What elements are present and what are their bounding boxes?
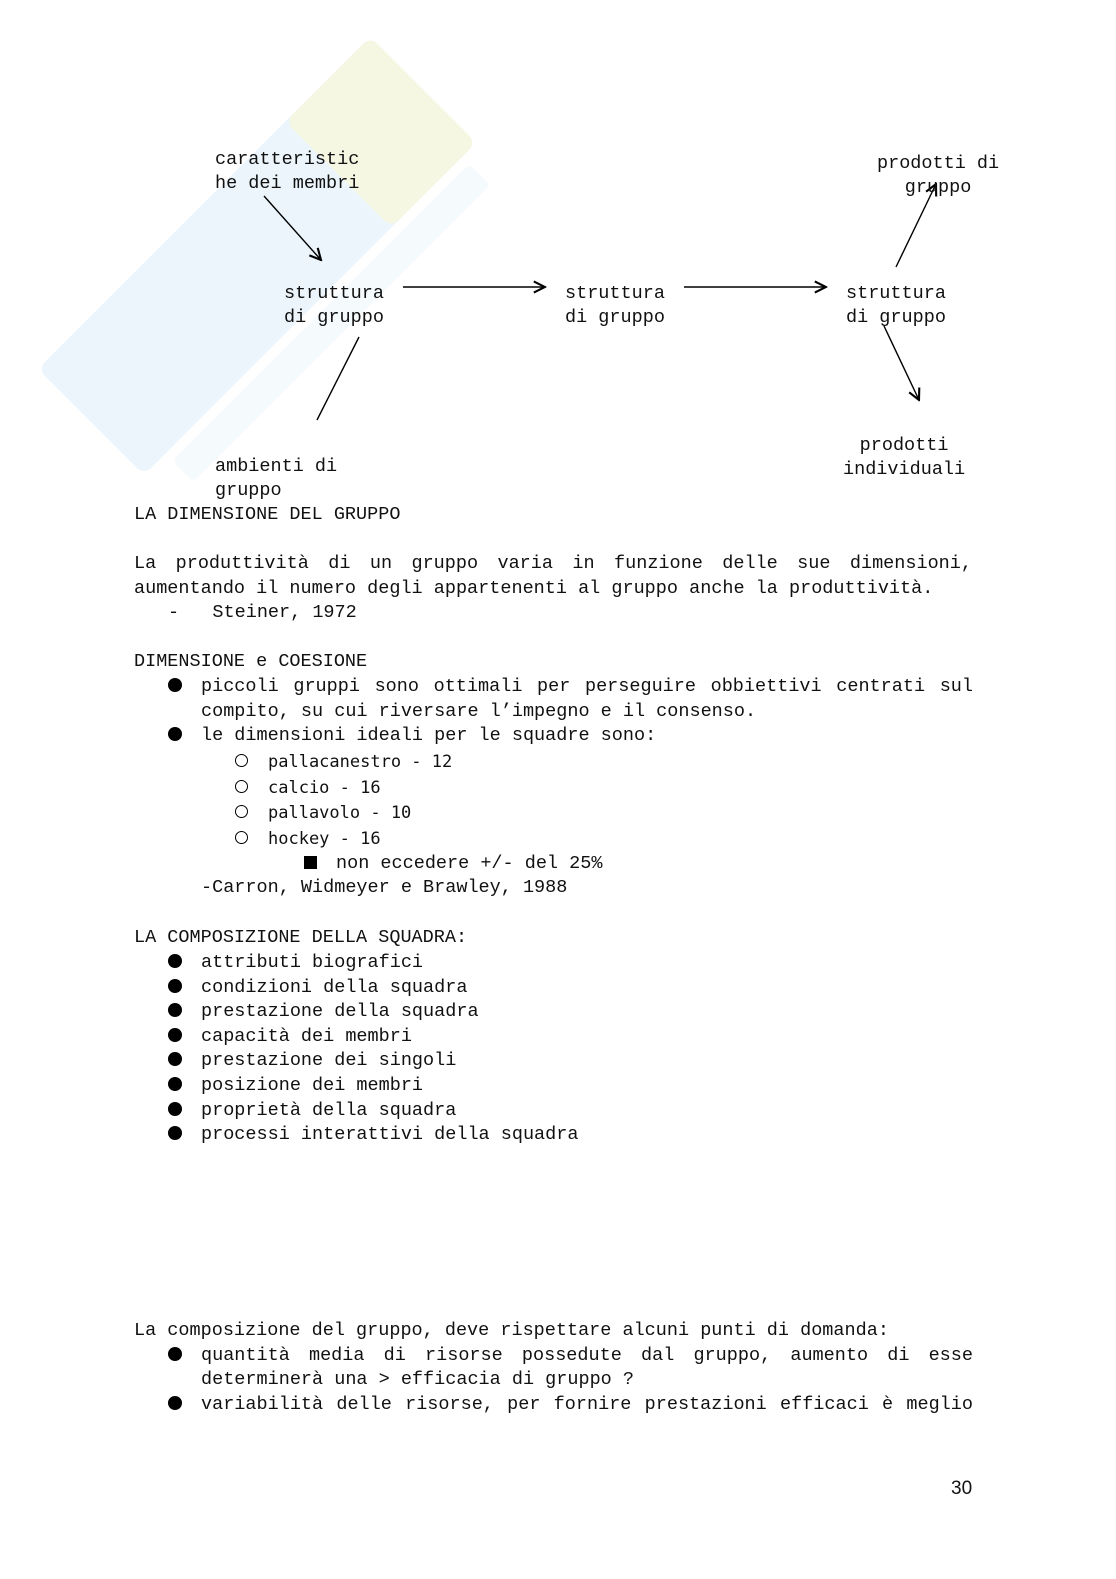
bullet-icon — [168, 1396, 182, 1410]
node-line: struttura — [284, 283, 384, 304]
bullet-text: le dimensioni ideali per le squadre sono… — [201, 725, 657, 746]
heading-coesione: DIMENSIONE e COESIONE — [134, 651, 368, 672]
list-item: attributi biografici — [201, 952, 424, 973]
node-line: prodotti — [859, 435, 949, 456]
sub-item: hockey - 16 — [268, 829, 381, 849]
bullet-icon — [168, 978, 182, 993]
node-line: caratteristic — [215, 149, 360, 170]
bullet — [168, 1025, 182, 1049]
citation: -Carron, Widmeyer e Brawley, 1988 — [201, 877, 568, 898]
list-item: proprietà della squadra — [201, 1099, 457, 1121]
node-line: di gruppo — [284, 307, 384, 328]
bullet-icon — [168, 1027, 182, 1042]
bullet — [168, 951, 182, 975]
node-line: individuali — [843, 459, 966, 480]
node-line: gruppo — [215, 480, 282, 501]
bullet-icon — [168, 954, 182, 968]
bullet — [168, 1000, 182, 1024]
bullet-icon — [168, 1101, 182, 1116]
bullet — [168, 1049, 182, 1073]
node-line: gruppo — [904, 177, 972, 198]
node-line: struttura — [565, 283, 665, 304]
paragraph-line: La produttività di un gruppo varia in fu… — [134, 553, 972, 574]
bullet-text: determinerà una > efficacia di gruppo ? — [201, 1369, 634, 1390]
arrow-prodotti-gruppo — [895, 184, 936, 268]
arrow-caratteristiche — [263, 195, 321, 260]
node-struttura-3: struttura di gruppo — [846, 282, 946, 330]
list-item: processi interattivi della squadra — [201, 1124, 579, 1146]
list-item: prestazione della squadra — [201, 1001, 479, 1023]
paragraph-line: aumentando il numero degli appartenenti … — [134, 578, 934, 599]
note: non eccedere +/- del 25% — [336, 853, 603, 874]
node-line: he dei membri — [215, 173, 360, 194]
circle-bullet-icon — [235, 831, 248, 844]
bullet-icon — [168, 1003, 182, 1018]
node-ambienti: ambienti di gruppo — [215, 455, 337, 503]
bullet — [168, 1074, 182, 1098]
list-item: posizione dei membri — [201, 1075, 424, 1096]
circle-bullet-icon — [235, 780, 248, 793]
node-prodotti-individuali: prodotti individuali — [843, 434, 965, 482]
bullet-text: quantità media di risorse possedute dal … — [201, 1345, 973, 1366]
square-bullet-icon — [304, 856, 317, 869]
node-struttura-1: struttura di gruppo — [284, 282, 384, 330]
circle-bullet-icon — [235, 754, 248, 767]
node-line: struttura — [846, 283, 946, 304]
bullet-icon — [168, 1126, 182, 1141]
list-item: condizioni della squadra — [201, 976, 468, 998]
citation: - Steiner, 1972 — [168, 602, 357, 623]
bullet-text: compito, su cui riversare l’impegno e il… — [201, 701, 757, 722]
bullet-icon — [168, 1052, 182, 1067]
node-prodotti-gruppo: prodotti di gruppo — [877, 152, 999, 200]
bullet — [168, 976, 182, 1000]
bullet-icon — [168, 727, 182, 741]
arrow-prodotti-individuali — [883, 325, 919, 400]
bullet — [168, 1123, 182, 1147]
bullet — [168, 1099, 182, 1123]
intro-text: La composizione del gruppo, deve rispett… — [134, 1320, 889, 1341]
node-line: di gruppo — [846, 307, 946, 328]
line-ambienti — [316, 336, 360, 421]
list-item: capacità dei membri — [201, 1025, 412, 1047]
bullet-text: variabilità delle risorse, per fornire p… — [201, 1394, 973, 1415]
node-struttura-2: struttura di gruppo — [565, 282, 665, 330]
sub-item: pallacanestro - 12 — [268, 752, 453, 772]
sub-item: calcio - 16 — [268, 778, 381, 798]
page-number: 30 — [951, 1478, 973, 1499]
list-item: prestazione dei singoli — [201, 1050, 457, 1072]
heading-dimensione: LA DIMENSIONE DEL GRUPPO — [134, 504, 401, 525]
bullet-icon — [168, 678, 182, 692]
node-line: ambienti di — [215, 456, 338, 477]
heading-composizione: LA COMPOSIZIONE DELLA SQUADRA: — [134, 927, 468, 948]
node-caratteristiche: caratteristic he dei membri — [215, 148, 359, 196]
node-line: prodotti di — [877, 153, 1000, 174]
bullet-text: piccoli gruppi sono ottimali per persegu… — [201, 676, 973, 697]
bullet-icon — [168, 1347, 182, 1361]
node-line: di gruppo — [565, 307, 665, 328]
sub-item: pallavolo - 10 — [268, 803, 412, 823]
bullet-icon — [168, 1077, 182, 1091]
circle-bullet-icon — [235, 805, 248, 818]
